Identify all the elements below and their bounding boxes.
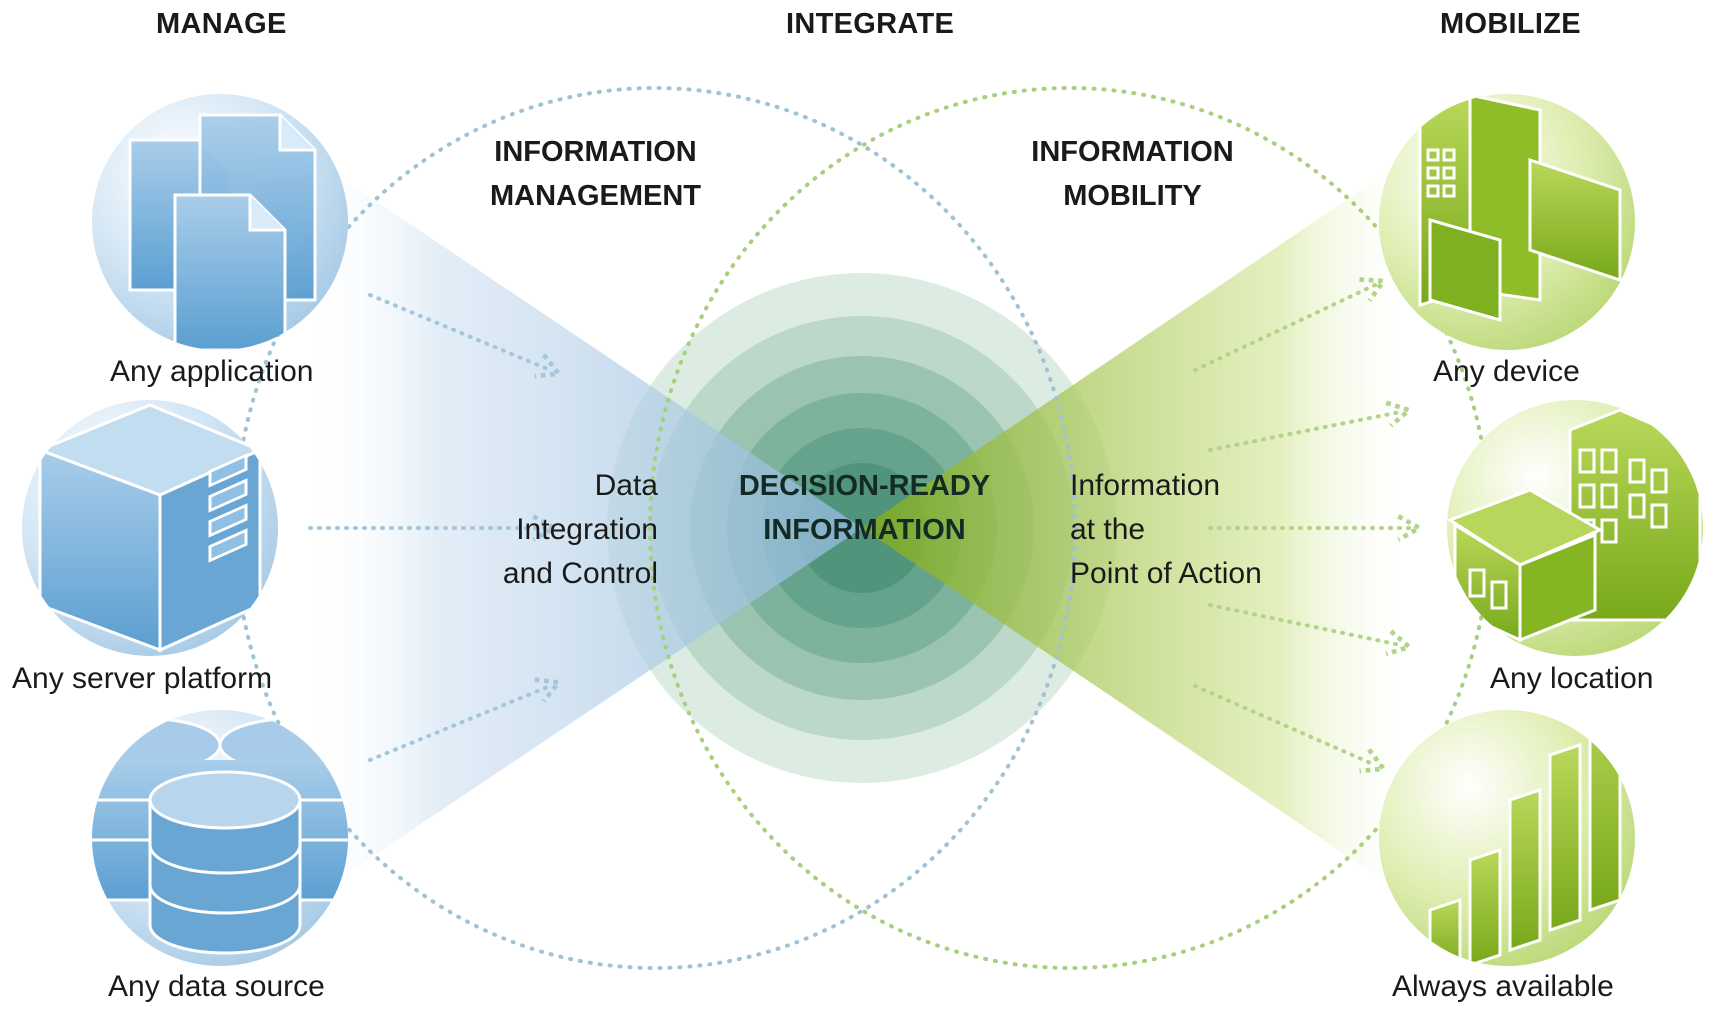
any-location-label: Any location (1490, 662, 1654, 695)
data-integration-line3: and Control (502, 557, 658, 590)
point-of-action-line3: Point of Action (1070, 557, 1262, 590)
core-label-line2: INFORMATION (763, 514, 966, 546)
management-fan (300, 150, 862, 905)
integrate-header: INTEGRATE (786, 8, 955, 40)
inflow-arrows (308, 293, 550, 762)
manage-header: MANAGE (156, 8, 287, 40)
information-management-heading: INFORMATION MANAGEMENT (478, 130, 713, 218)
information-management-line1: INFORMATION (494, 136, 697, 168)
data-integration-text: Data Integration and Control (420, 464, 658, 596)
outflow-arrows (1193, 285, 1410, 765)
point-of-action-line2: at the (1070, 513, 1146, 546)
core-label-line1: DECISION-READY (738, 470, 991, 502)
core-label: DECISION-READY INFORMATION (722, 464, 1007, 552)
always-available-label: Always available (1392, 970, 1614, 1003)
mobility-fan (862, 150, 1420, 905)
data-integration-line2: Integration (516, 513, 658, 546)
point-of-action-text: Information at the Point of Action (1070, 464, 1330, 596)
any-data-source-label: Any data source (108, 970, 325, 1003)
any-application-label: Any application (110, 355, 314, 388)
information-management-line2: MANAGEMENT (489, 180, 702, 212)
point-of-action-line1: Information (1070, 469, 1221, 502)
server-icon (22, 400, 278, 656)
mobilize-header: MOBILIZE (1440, 8, 1581, 40)
information-mobility-line2: MOBILITY (1063, 180, 1202, 212)
documents-icon (92, 94, 348, 350)
devices-icon (1379, 94, 1635, 350)
any-server-platform-label: Any server platform (12, 662, 273, 695)
bar-chart-icon (1379, 710, 1635, 966)
any-device-label: Any device (1433, 355, 1580, 388)
information-mobility-heading: INFORMATION MOBILITY (1015, 130, 1250, 218)
information-mobility-line1: INFORMATION (1031, 136, 1234, 168)
buildings-icon (1447, 400, 1703, 656)
data-integration-line1: Data (594, 469, 658, 502)
